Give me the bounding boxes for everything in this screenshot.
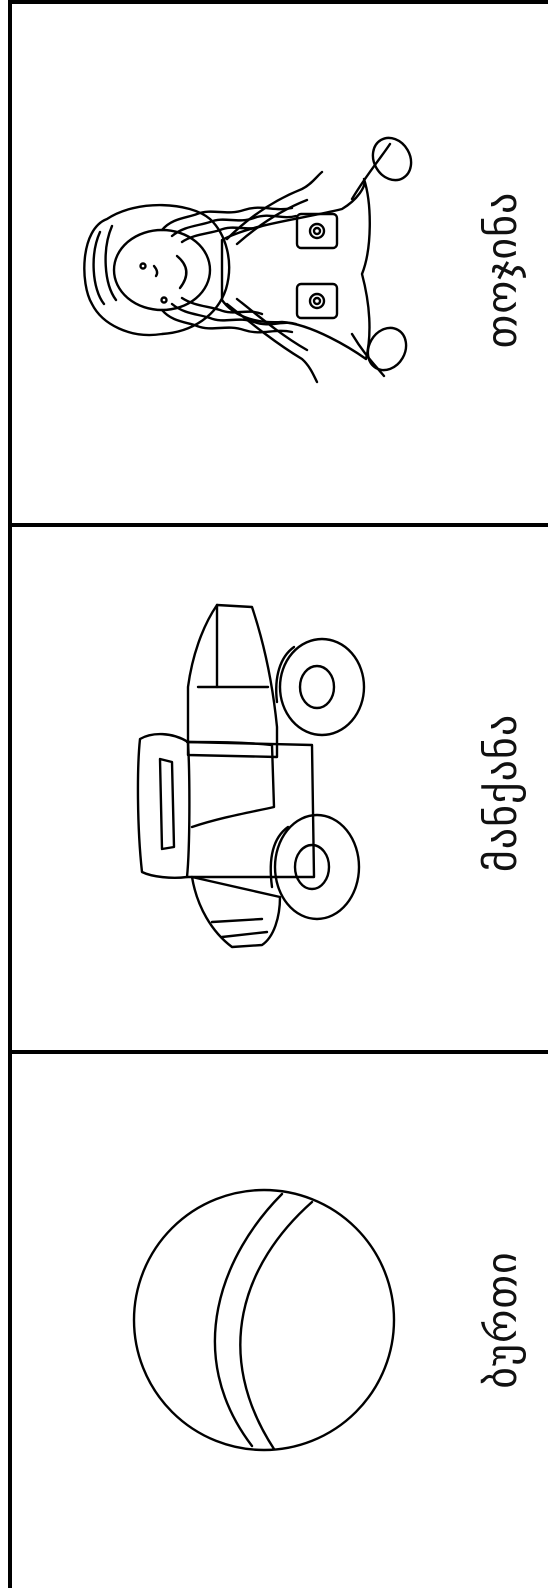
toy-truck-illustration — [136, 603, 366, 949]
ball-illustration — [132, 1188, 396, 1452]
card-doll: თოჯინა — [8, 0, 548, 527]
doll-illustration — [83, 136, 413, 384]
card-word-ball: ბურთი — [477, 1251, 526, 1389]
card-truck: მანქანა — [8, 523, 548, 1054]
card-word-doll: თოჯინა — [477, 191, 526, 349]
card-ball: ბურთი — [8, 1050, 548, 1588]
card-word-truck: მანქანა — [477, 713, 526, 873]
